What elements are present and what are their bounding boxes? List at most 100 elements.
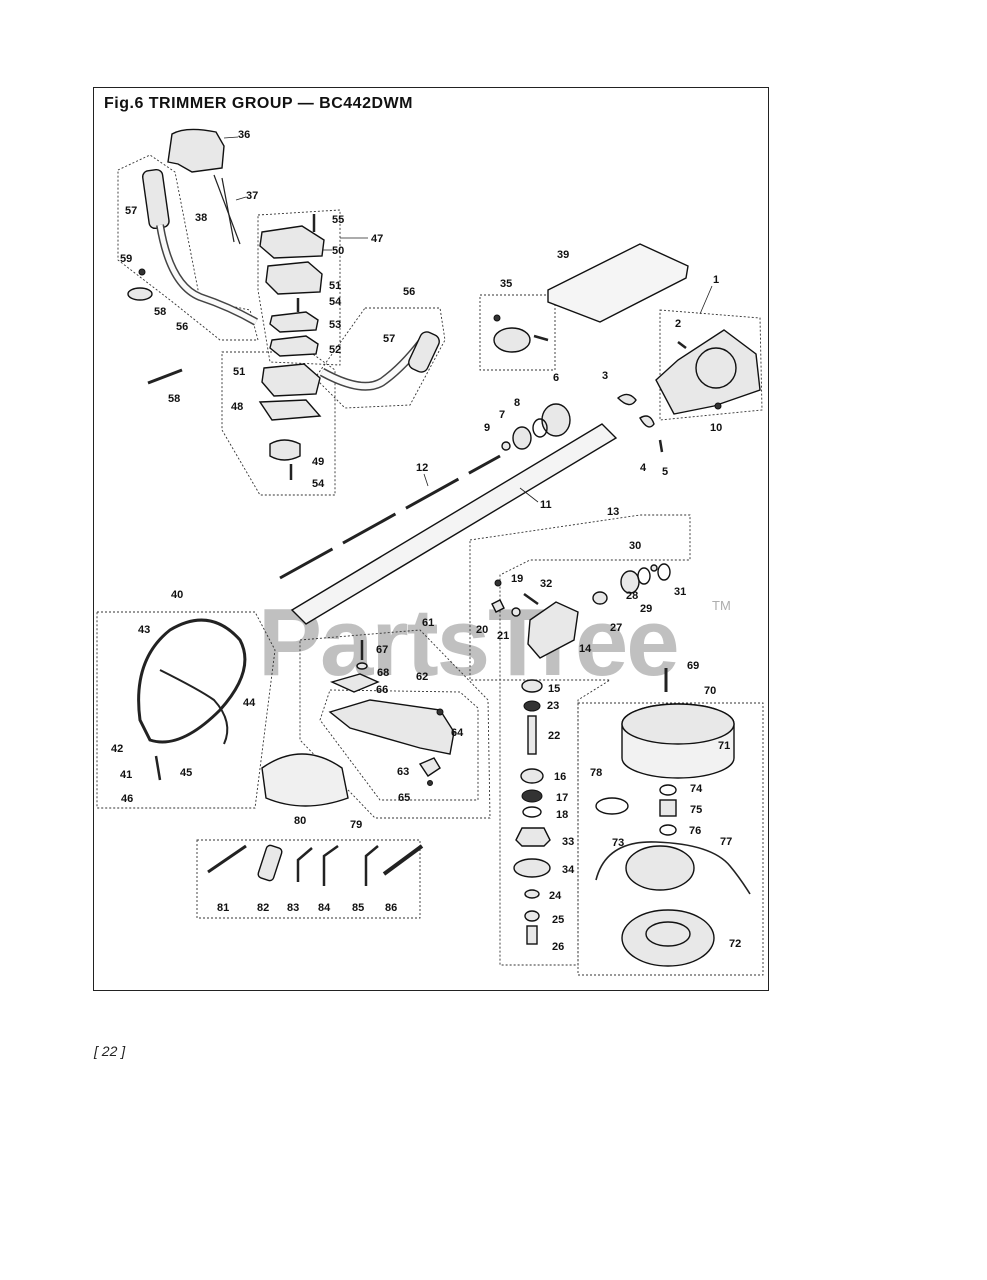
part-label-14: 14 — [579, 643, 592, 655]
part-label-23: 23 — [547, 700, 559, 712]
part-label-7: 7 — [499, 409, 505, 421]
part-label-5: 5 — [662, 466, 668, 478]
cable-38-drawing — [221, 177, 235, 243]
part-label-58: 56 — [176, 321, 188, 333]
leader-36 — [223, 136, 239, 139]
part-label-71: 69 — [687, 660, 699, 672]
part-label-79: 77 — [720, 836, 732, 848]
grip-59-drawing — [141, 168, 170, 230]
part-label-82: 80 — [294, 815, 306, 827]
housing-74-inner — [645, 921, 691, 947]
part-label-44: 44 — [243, 697, 256, 709]
part-label-88: 86 — [385, 902, 397, 914]
blade-65-drawing — [418, 757, 441, 777]
throttle-housing-drawing — [167, 128, 225, 173]
plate-39-drawing — [547, 243, 689, 323]
part-label-51a: 51 — [329, 280, 341, 292]
group-outline-40 — [96, 611, 276, 809]
part-label-22: 22 — [548, 730, 560, 742]
part-23-drawing — [523, 700, 541, 712]
loop-handle-58-inner — [157, 224, 258, 325]
part-label-9: 9 — [484, 422, 490, 434]
part-48-drawing — [258, 399, 322, 421]
holder-33-drawing — [515, 827, 551, 847]
part-27-drawing — [592, 591, 608, 605]
group-outline-72 — [577, 702, 764, 976]
part-number-labels: 36 37 38 57 55 47 50 59 51 54 58 53 56 5… — [111, 129, 741, 953]
part-label-18: 18 — [556, 809, 568, 821]
part-label-4: 4 — [640, 462, 647, 474]
ring-78-drawing — [659, 824, 677, 836]
part-label-37: 37 — [246, 190, 258, 202]
part-label-10: 10 — [710, 422, 722, 434]
figure-title: Fig.6 TRIMMER GROUP — BC442DWM — [104, 95, 413, 112]
part-label-52: 52 — [329, 344, 341, 356]
part-label-69: 67 — [376, 644, 388, 656]
part-label-70: 68 — [377, 667, 389, 679]
part-label-24: 24 — [549, 890, 562, 902]
tube-11-drawing — [290, 423, 618, 625]
part-label-12: 12 — [416, 462, 428, 474]
screw-32-drawing — [523, 592, 539, 606]
leader-1 — [699, 285, 713, 315]
part-label-62: 59 — [120, 253, 132, 265]
part-21-drawing — [511, 607, 521, 617]
part-drawings — [127, 128, 761, 967]
screw-2-drawing — [677, 341, 687, 349]
part-label-35: 35 — [500, 278, 512, 290]
group-outline-58-59 — [117, 154, 259, 341]
ring-8-drawing — [532, 418, 548, 438]
part-label-29: 29 — [640, 603, 652, 615]
part-label-83: 81 — [217, 902, 229, 914]
bracket-68-drawing — [329, 673, 380, 693]
tool-85-drawing — [296, 847, 313, 882]
part-label-47: 47 — [371, 233, 383, 245]
leader-37 — [235, 196, 247, 201]
part-label-53: 53 — [329, 319, 341, 331]
group-outline-13 — [469, 514, 691, 966]
part-label-13: 13 — [607, 506, 619, 518]
part-label-75: 73 — [612, 837, 624, 849]
bolt-19-drawing — [494, 579, 502, 587]
part-label-48: 48 — [231, 401, 243, 413]
part-label-25: 25 — [552, 914, 564, 926]
screw-35a-drawing — [493, 314, 501, 322]
cable-37-drawing — [213, 174, 241, 245]
washer-34-drawing — [513, 858, 551, 878]
screw-66-drawing — [436, 708, 444, 716]
part-label-87: 85 — [352, 902, 364, 914]
tool-88-drawing — [382, 844, 424, 876]
screw-62-drawing — [138, 268, 146, 276]
clamp-35-drawing — [493, 327, 531, 353]
part-label-45: 45 — [180, 767, 192, 779]
tool-83-drawing — [207, 844, 247, 874]
part-label-55: 55 — [332, 214, 344, 226]
part-label-46: 46 — [121, 793, 133, 805]
part-15-drawing — [521, 679, 543, 693]
part-label-17: 17 — [556, 792, 568, 804]
leader-11 — [519, 487, 539, 503]
part-label-86: 84 — [318, 902, 331, 914]
part-label-64: 62 — [416, 671, 428, 683]
gear-case-14-drawing — [527, 601, 579, 659]
grip-57-drawing — [408, 331, 440, 373]
washer-70-drawing — [356, 662, 368, 670]
part-label-61: 58 — [154, 306, 166, 318]
tool-87-drawing — [364, 845, 379, 886]
part-label-57: 57 — [383, 333, 395, 345]
part-label-67: 65 — [398, 792, 410, 804]
clamp-61-drawing — [127, 287, 153, 301]
shaft-12-drawing — [279, 454, 501, 580]
part-label-56: 56 — [403, 286, 415, 298]
diagram-frame — [93, 87, 769, 991]
part-label-15: 15 — [548, 683, 560, 695]
part-label-51b: 51 — [233, 366, 245, 378]
washer-24-drawing — [524, 889, 540, 899]
part-label-28: 28 — [626, 590, 638, 602]
part-label-50: 50 — [332, 245, 344, 257]
part-label-43: 43 — [138, 624, 150, 636]
screw-67-drawing — [427, 780, 433, 786]
part-label-73: 71 — [718, 740, 730, 752]
ring-28-drawing — [637, 567, 651, 585]
